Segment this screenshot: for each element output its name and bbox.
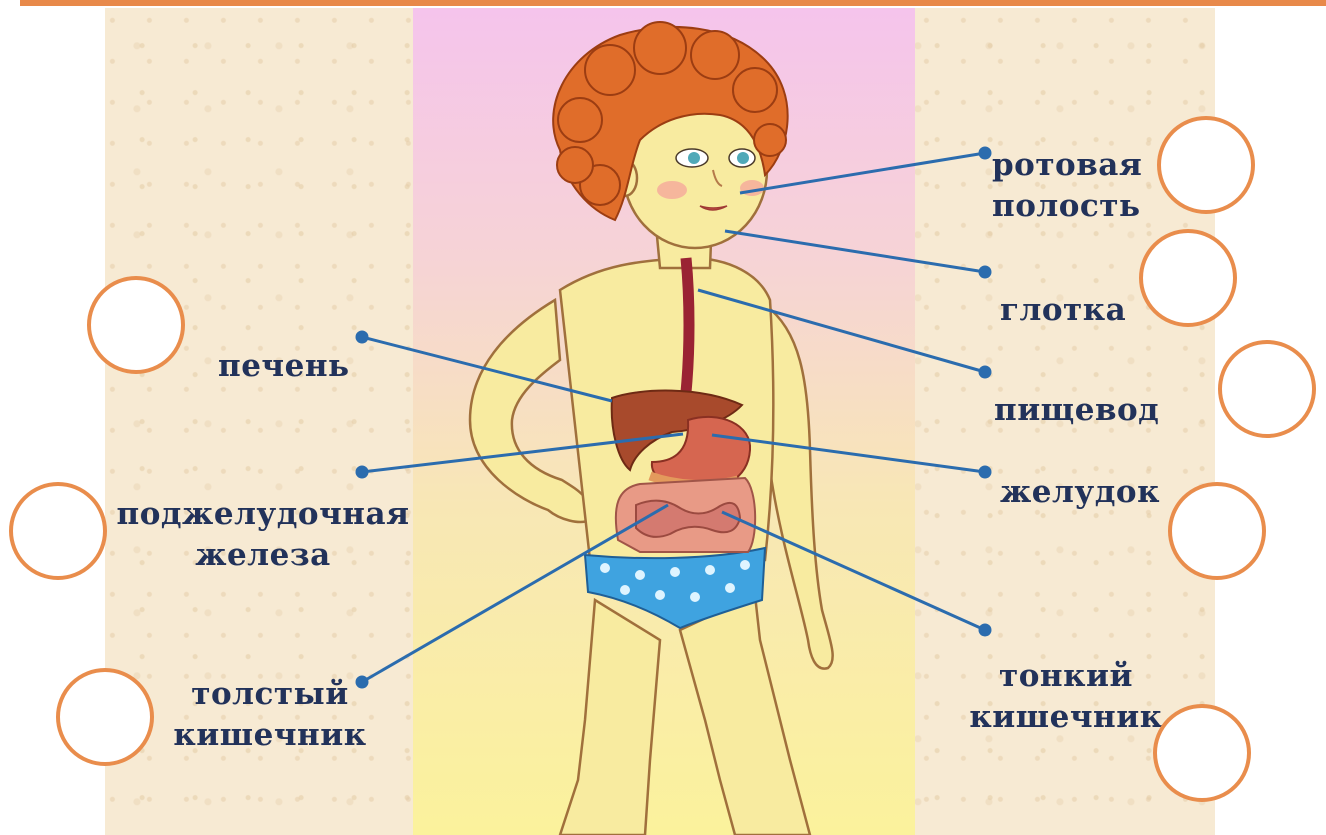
answer-circle-pancreas[interactable] [9,482,107,580]
answer-circle-esophagus[interactable] [1218,340,1316,438]
answer-circle-large-intestine[interactable] [56,668,154,766]
label-stomach: желудок [1000,472,1160,513]
label-small-intestine: тонкий кишечник [966,656,1166,738]
answer-circle-liver[interactable] [87,276,185,374]
answer-circle-pharynx[interactable] [1139,229,1237,327]
label-mouth: ротовая полость [992,145,1142,227]
answer-circle-mouth[interactable] [1157,116,1255,214]
label-liver: печень [218,346,350,387]
label-pancreas: поджелудочная железа [113,494,413,576]
label-large-intestine: толстый кишечник [170,674,370,756]
label-esophagus: пищевод [994,390,1159,431]
answer-circle-stomach[interactable] [1168,482,1266,580]
answer-circle-small-intestine[interactable] [1153,704,1251,802]
esophagus-organ [686,258,689,392]
label-pharynx: глотка [1000,290,1126,331]
